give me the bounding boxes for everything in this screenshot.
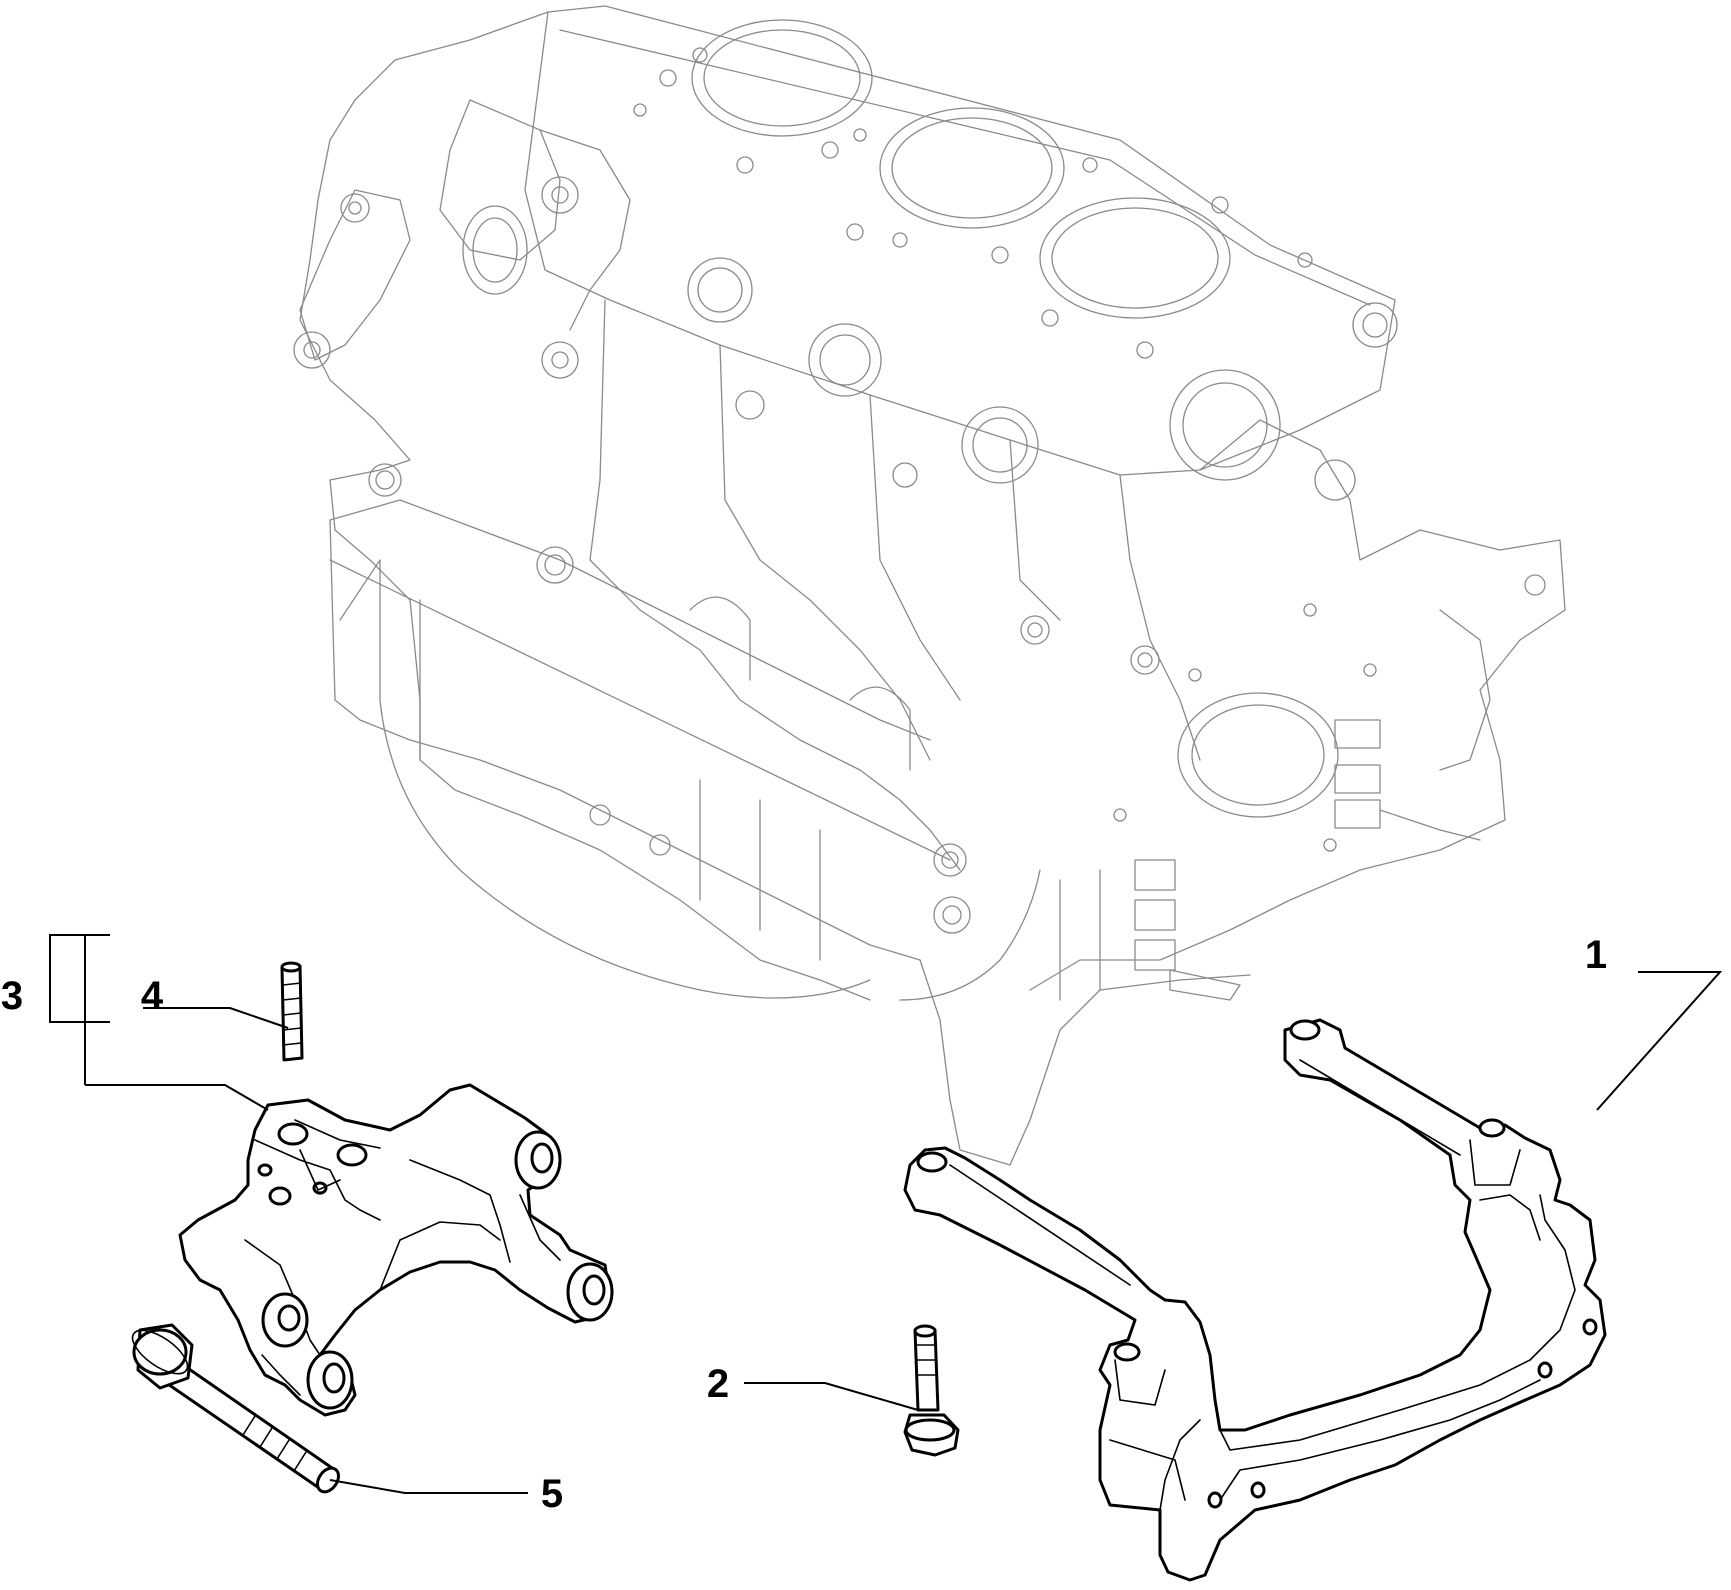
callout-label-3: 3 — [1, 974, 23, 1018]
leader-3-branch — [85, 1084, 269, 1111]
leader-2 — [744, 1382, 919, 1411]
left-mounting-bracket — [178, 1083, 614, 1417]
callout-label-1: 1 — [1585, 933, 1607, 977]
callout-label-4: 4 — [141, 974, 164, 1018]
callout-label-2: 2 — [707, 1362, 729, 1406]
hex-bolt — [903, 1324, 960, 1457]
callout-label-5: 5 — [541, 1472, 563, 1516]
flanged-bolt — [131, 1323, 340, 1494]
stud-bolt — [280, 961, 304, 1062]
leader-3 — [49, 934, 110, 1023]
leader-1 — [1596, 971, 1723, 1111]
right-bracket — [903, 1018, 1607, 1582]
leader-5 — [329, 1479, 528, 1494]
leader-4 — [143, 1007, 289, 1029]
callout-leaders — [49, 934, 1723, 1494]
engine-block-outline — [293, 5, 1566, 1166]
callout-labels: 1 2 3 4 5 — [1, 933, 1607, 1516]
